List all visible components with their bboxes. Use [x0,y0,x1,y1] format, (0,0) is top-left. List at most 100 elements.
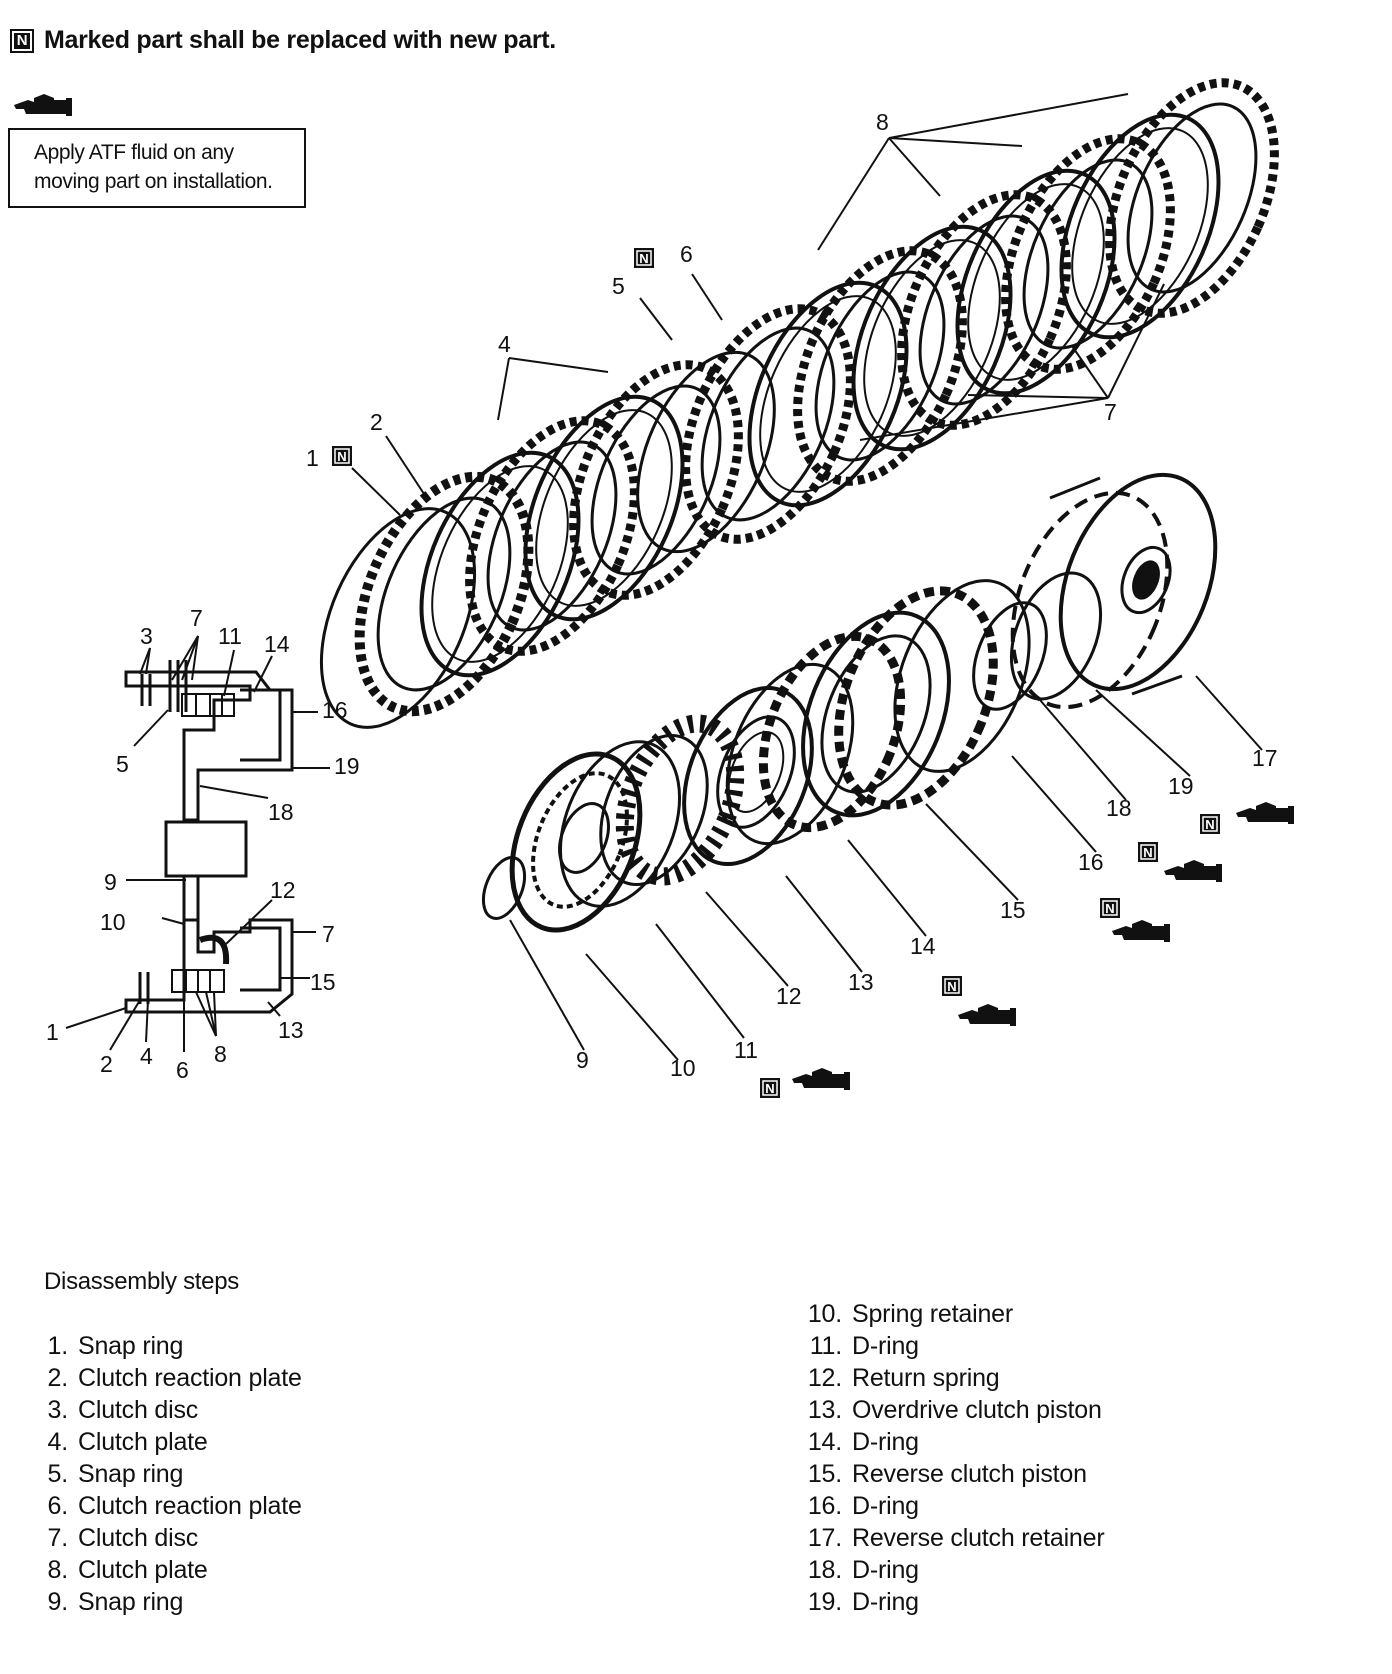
inset-callout-9: 9 [104,869,117,895]
clutch-plate-4 [569,360,743,600]
inset-callout-3: 3 [140,623,153,649]
svg-text:N: N [765,1081,774,1096]
callout-8: 8 [876,109,889,135]
inset-callout-14: 14 [264,631,290,657]
callout-4: 4 [498,331,511,357]
inset-callout-6: 6 [176,1057,189,1083]
reverse-clutch-piston-15 [758,586,998,833]
inset-callouts: 3 7 11 14 16 5 19 18 9 12 10 7 15 1 2 4 … [46,605,360,1083]
new-part-badge: N [1200,814,1220,834]
svg-text:N: N [639,251,648,266]
callout-7: 7 [1104,399,1117,425]
inset-callout-13: 13 [278,1017,304,1043]
list-item: 13.Overdrive clutch piston [807,1396,1102,1424]
inset-callout-10: 10 [100,909,126,935]
clutch-reaction-plate-2 [354,471,534,717]
svg-text:N: N [337,449,346,464]
clutch-plate-8 [897,190,1071,430]
inset-callout-8: 8 [214,1041,227,1067]
list-item: 5.Snap ring [47,1460,184,1488]
main-callouts: 1 2 4 5 6 8 7 17 19 18 16 15 14 13 12 11… [306,109,1278,1081]
clutch-plate-4 [465,416,639,656]
list-item: 7.Clutch disc [47,1524,199,1552]
oil-can-icon [958,1004,1016,1026]
clutch-pack-group [319,78,1279,729]
clutch-disc-7 [955,168,1117,396]
disassembly-list-right: 10.Spring retainer 11.D-ring 12.Return s… [804,1298,1105,1618]
replace-notice: N Marked part shall be replaced with new… [10,26,556,55]
inset-callout-4: 4 [140,1043,153,1069]
new-part-badge: N [760,1078,780,1098]
inset-callout-7b: 7 [322,921,335,947]
atf-note-box: Apply ATF fluid on any moving part on in… [8,128,306,208]
oil-can-icon [1164,860,1222,882]
svg-text:N: N [947,979,956,994]
callout-19: 19 [1168,773,1194,799]
list-item: 16.D-ring [807,1492,919,1520]
snap-ring-9 [481,856,527,920]
inset-callout-1: 1 [46,1019,59,1045]
callout-5: 5 [612,273,625,299]
list-item: 3.Clutch disc [47,1396,199,1424]
inset-callout-16: 16 [322,697,348,723]
list-item: 2.Clutch reaction plate [47,1364,302,1392]
callout-16: 16 [1078,849,1104,875]
d-ring-14 [725,662,855,846]
clutch-disc-7 [1059,112,1221,340]
inset-callout-7: 7 [190,605,203,631]
list-item: 9.Snap ring [47,1588,184,1616]
callout-12: 12 [776,983,802,1009]
callout-18: 18 [1106,795,1132,821]
callout-17: 17 [1252,745,1278,771]
clutch-plate-8 [1105,78,1279,318]
list-item: 18.D-ring [807,1556,919,1584]
inset-callout-11: 11 [218,623,242,649]
callout-1: 1 [306,445,319,471]
leader-lines [351,93,1263,1061]
svg-text:N: N [1105,901,1114,916]
list-item: 14.D-ring [807,1428,919,1456]
list-item: 17.Reverse clutch retainer [807,1524,1105,1552]
clutch-reaction-plate-6 [681,304,855,544]
inset-callout-12: 12 [270,877,296,903]
new-part-markers: N N N N N N N [332,248,1294,1098]
oil-can-icon [1236,802,1294,824]
d-ring-16 [893,579,1031,773]
inset-callout-19: 19 [334,753,360,779]
list-item: 6.Clutch reaction plate [47,1492,302,1520]
replace-notice-text: Marked part shall be replaced with new p… [44,26,556,54]
clutch-disc-3 [523,394,685,622]
clutch-plate-8 [1001,134,1175,374]
new-part-badge: N [332,446,352,466]
list-item: 4.Clutch plate [47,1428,208,1456]
clutch-plate-8 [793,246,967,486]
inset-callout-15: 15 [310,969,336,995]
snap-ring-5 [636,350,776,554]
disassembly-title: Disassembly steps [44,1268,239,1295]
svg-text:N: N [1143,845,1152,860]
new-part-badge: N [10,28,34,53]
callout-6: 6 [680,241,693,267]
clutch-disc-3 [419,450,581,678]
disassembly-list-left: 1.Snap ring 2.Clutch reaction plate 3.Cl… [44,1330,302,1618]
d-ring-19 [1009,571,1103,701]
callout-11: 11 [734,1037,758,1063]
inset-callout-5: 5 [116,751,129,777]
atf-note-line-1: Apply ATF fluid on any [34,141,234,164]
new-part-badge: N [1138,842,1158,862]
callout-9: 9 [576,1047,589,1073]
list-item: 19.D-ring [807,1588,919,1616]
spring-retainer-10 [509,751,643,933]
cross-section-inset [65,635,330,1052]
new-part-badge: N [1100,898,1120,918]
reverse-clutch-retainer-17 [1010,472,1218,710]
new-part-badge: N [942,976,962,996]
inset-callout-2: 2 [100,1051,113,1077]
callout-13: 13 [848,969,874,995]
list-item: 10.Spring retainer [807,1300,1013,1328]
oil-can-icon [14,94,72,116]
atf-note-line-2: moving part on installation. [34,170,273,193]
list-item: 1.Snap ring [47,1332,184,1360]
callout-10: 10 [670,1055,696,1081]
